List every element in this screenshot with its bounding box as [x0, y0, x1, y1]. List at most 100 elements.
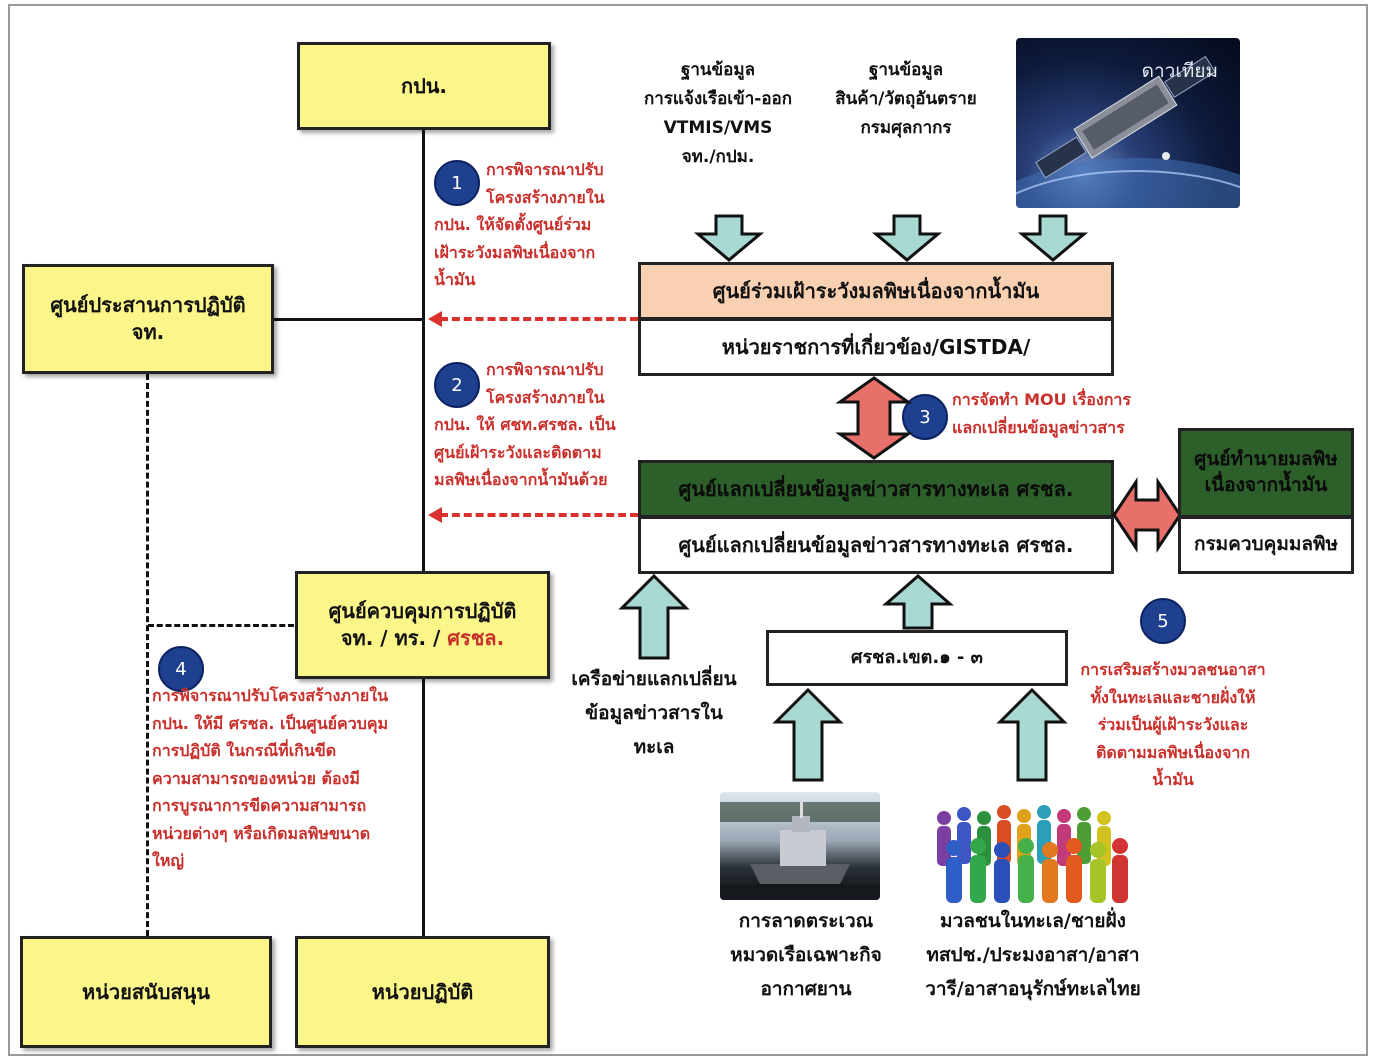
step-1-number: 1: [451, 172, 463, 194]
box-control-line2-highlight: ศรชล.: [447, 626, 505, 650]
note-2-line: กปน. ให้ ศชท.ศรชล. เป็น: [434, 415, 616, 435]
ship-icon: [720, 802, 880, 900]
arrow-mou-exchange: [835, 376, 913, 460]
db-vessel-label: ฐานข้อมูล การแจ้งเรือเข้า-ออก VTMIS/VMS …: [626, 56, 810, 172]
dashed-line-support: [146, 374, 149, 936]
patrol-label: การลาดตระเวณ หมวดเรือเฉพาะกิจ อากาศยาน: [708, 904, 904, 1007]
box-support-label: หน่วยสนับสนุน: [82, 979, 210, 1004]
exchange-center-title: ศูนย์แลกเปลี่ยนข้อมูลข่าวสารทางทะเล ศรชล…: [638, 460, 1114, 518]
network-label: เครือข่ายแลกเปลี่ยน ข้อมูลข่าวสารใน ทะเล: [556, 662, 752, 765]
hierarchy-line-main: [422, 128, 425, 938]
arrow-satellite-down: [1017, 214, 1089, 262]
arrow-patrol-up: [772, 687, 844, 782]
note-2-line: ศูนย์เฝ้าระวังและติดตาม: [434, 442, 602, 462]
red-arrow-2-line: [440, 513, 638, 517]
patrol-label-line: อากาศยาน: [760, 978, 852, 1001]
db-vessel-line: การแจ้งเรือเข้า-ออก: [643, 88, 793, 109]
box-coordination-line2: จท.: [131, 320, 165, 344]
step-1-circle: 1: [434, 160, 480, 206]
note-4: การพิจารณาปรับโครงสร้างภายใน กปน. ให้มี …: [152, 682, 388, 875]
exchange-center-title-text: ศูนย์แลกเปลี่ยนข้อมูลข่าวสารทางทะเล ศรชล…: [678, 476, 1074, 501]
exchange-center-sub: ศูนย์แลกเปลี่ยนข้อมูลข่าวสารทางทะเล ศรชล…: [638, 516, 1114, 574]
note-5-line: ติดตามมลพิษเนื่องจาก: [1095, 742, 1251, 762]
arrow-region-up: [882, 574, 954, 630]
box-operation-label: หน่วยปฏิบัติ: [371, 979, 474, 1004]
note-5: การเสริมสร้างมวลชนอาสา ทั้งในทะเลและชายฝ…: [1066, 656, 1280, 794]
dashed-line-control: [148, 624, 294, 627]
oil-watch-center-sub: หน่วยราชการที่เกี่ยวข้อง/GISTDA/: [638, 318, 1114, 376]
note-1-line: น้ำมัน: [434, 270, 476, 290]
volunteers-image: [930, 796, 1130, 906]
note-3-line: แลกเปลี่ยนข้อมูลข่าวสาร: [952, 417, 1125, 437]
region-box-label: ศรชล.เขต.๑ - ๓: [851, 646, 983, 668]
oil-watch-center-title-text: ศูนย์ร่วมเฝ้าระวังมลพิษเนื่องจากน้ำมัน: [712, 278, 1040, 303]
network-label-line: ข้อมูลข่าวสารใน: [585, 702, 723, 725]
note-5-line: น้ำมัน: [1152, 770, 1194, 790]
note-4-line: การพิจารณาปรับโครงสร้างภายใน: [152, 686, 389, 705]
step-5-number: 5: [1157, 610, 1169, 632]
diagram-frame: [8, 4, 1368, 1056]
public-label-line: วารี/อาสาอนุรักษ์ทะเลไทย: [925, 978, 1141, 1001]
arrow-public-up: [996, 687, 1068, 782]
public-label-line: ทสปช./ประมงอาสา/อาสา: [926, 944, 1140, 967]
box-kpn-label: กปน.: [400, 73, 448, 98]
note-1: การพิจารณาปรับ โครงสร้างภายใน กปน. ให้จั…: [434, 156, 605, 294]
note-3: การจัดทำ MOU เรื่องการ แลกเปลี่ยนข้อมูลข…: [952, 386, 1131, 441]
note-1-line: เฝ้าระวังมลพิษเนื่องจาก: [434, 242, 596, 262]
db-vessel-line: จท./กปม.: [681, 146, 755, 167]
arrow-exchange-pollution: [1112, 477, 1182, 553]
pollution-center-title-line2: เนื่องจากน้ำมัน: [1204, 474, 1328, 496]
db-vessel-line: VTMIS/VMS: [663, 117, 773, 138]
note-3-line: การจัดทำ MOU เรื่องการ: [952, 390, 1131, 409]
note-1-line: โครงสร้างภายใน: [486, 187, 605, 207]
step-3-circle: 3: [902, 394, 948, 440]
db-vessel-line: ฐานข้อมูล: [680, 60, 755, 80]
note-2-line: มลพิษเนื่องจากน้ำมันด้วย: [434, 470, 608, 490]
red-arrow-1-line: [440, 317, 638, 321]
box-control-center: ศูนย์ควบคุมการปฏิบัติ จท. / ทร. / ศรชล.: [295, 571, 550, 679]
note-5-line: ร่วมเป็นผู้เฝ้าระวังและ: [1097, 715, 1249, 735]
red-arrow-2-head: [428, 507, 442, 523]
note-2-line: การพิจารณาปรับ: [486, 360, 604, 379]
satellite-label: ดาวเทียม: [1141, 60, 1218, 82]
db-cargo-line: ฐานข้อมูล: [868, 60, 943, 80]
oil-watch-center-sub-text: หน่วยราชการที่เกี่ยวข้อง/GISTDA/: [721, 334, 1031, 359]
box-support-unit: หน่วยสนับสนุน: [20, 936, 272, 1048]
db-cargo-label: ฐานข้อมูล สินค้า/วัตถุอันตราย กรมศุลกากร: [818, 56, 994, 143]
db-cargo-line: สินค้า/วัตถุอันตราย: [835, 88, 977, 109]
note-2: การพิจารณาปรับ โครงสร้างภายใน กปน. ให้ ศ…: [434, 356, 616, 494]
public-label: มวลชนในทะเล/ชายฝั่ง ทสปช./ประมงอาสา/อาสา…: [900, 904, 1166, 1007]
patrol-label-line: การลาดตระเวณ: [738, 910, 874, 932]
note-2-line: โครงสร้างภายใน: [486, 387, 605, 407]
note-1-line: กปน. ให้จัดตั้งศูนย์ร่วม: [434, 215, 592, 235]
patrol-vessel-image: [720, 792, 880, 900]
note-4-line: หน่วยต่างๆ หรือเกิดมลพิษขนาด: [152, 823, 371, 843]
step-5-circle: 5: [1140, 598, 1186, 644]
box-coordination-center: ศูนย์ประสานการปฏิบัติ จท.: [22, 264, 274, 374]
people-icon: [937, 805, 1128, 903]
arrow-db-cargo-down: [871, 214, 943, 262]
arrow-network-up: [618, 573, 690, 660]
public-label-line: มวลชนในทะเล/ชายฝั่ง: [940, 910, 1126, 932]
satellite-icon: [1016, 55, 1240, 208]
note-5-line: ทั้งในทะเลและชายฝั่งให้: [1090, 687, 1256, 707]
step-2-circle: 2: [434, 362, 480, 408]
step-3-number: 3: [919, 406, 931, 428]
red-arrow-1-head: [428, 311, 442, 327]
pollution-center-sub: กรมควบคุมมลพิษ: [1178, 516, 1354, 574]
box-control-line2-prefix: จท. / ทร. /: [340, 626, 448, 650]
note-4-line: ความสามารถของหน่วย ต้องมี: [152, 768, 360, 788]
note-4-line: ใหญ่: [152, 851, 184, 871]
note-4-line: การปฏิบัติ ในกรณีที่เกินขีด: [152, 741, 337, 761]
box-control-line2: จท. / ทร. / ศรชล.: [341, 625, 504, 652]
step-4-number: 4: [175, 658, 187, 680]
step-2-number: 2: [451, 374, 463, 396]
box-kpn: กปน.: [297, 42, 551, 130]
arrow-db-vessel-down: [693, 214, 765, 262]
step-4-circle: 4: [158, 646, 204, 692]
hierarchy-line-left-box: [272, 318, 424, 321]
box-control-line1: ศูนย์ควบคุมการปฏิบัติ: [328, 599, 517, 623]
patrol-label-line: หมวดเรือเฉพาะกิจ: [730, 944, 882, 967]
satellite-image: ดาวเทียม: [1016, 38, 1240, 208]
box-operation-unit: หน่วยปฏิบัติ: [295, 936, 550, 1048]
